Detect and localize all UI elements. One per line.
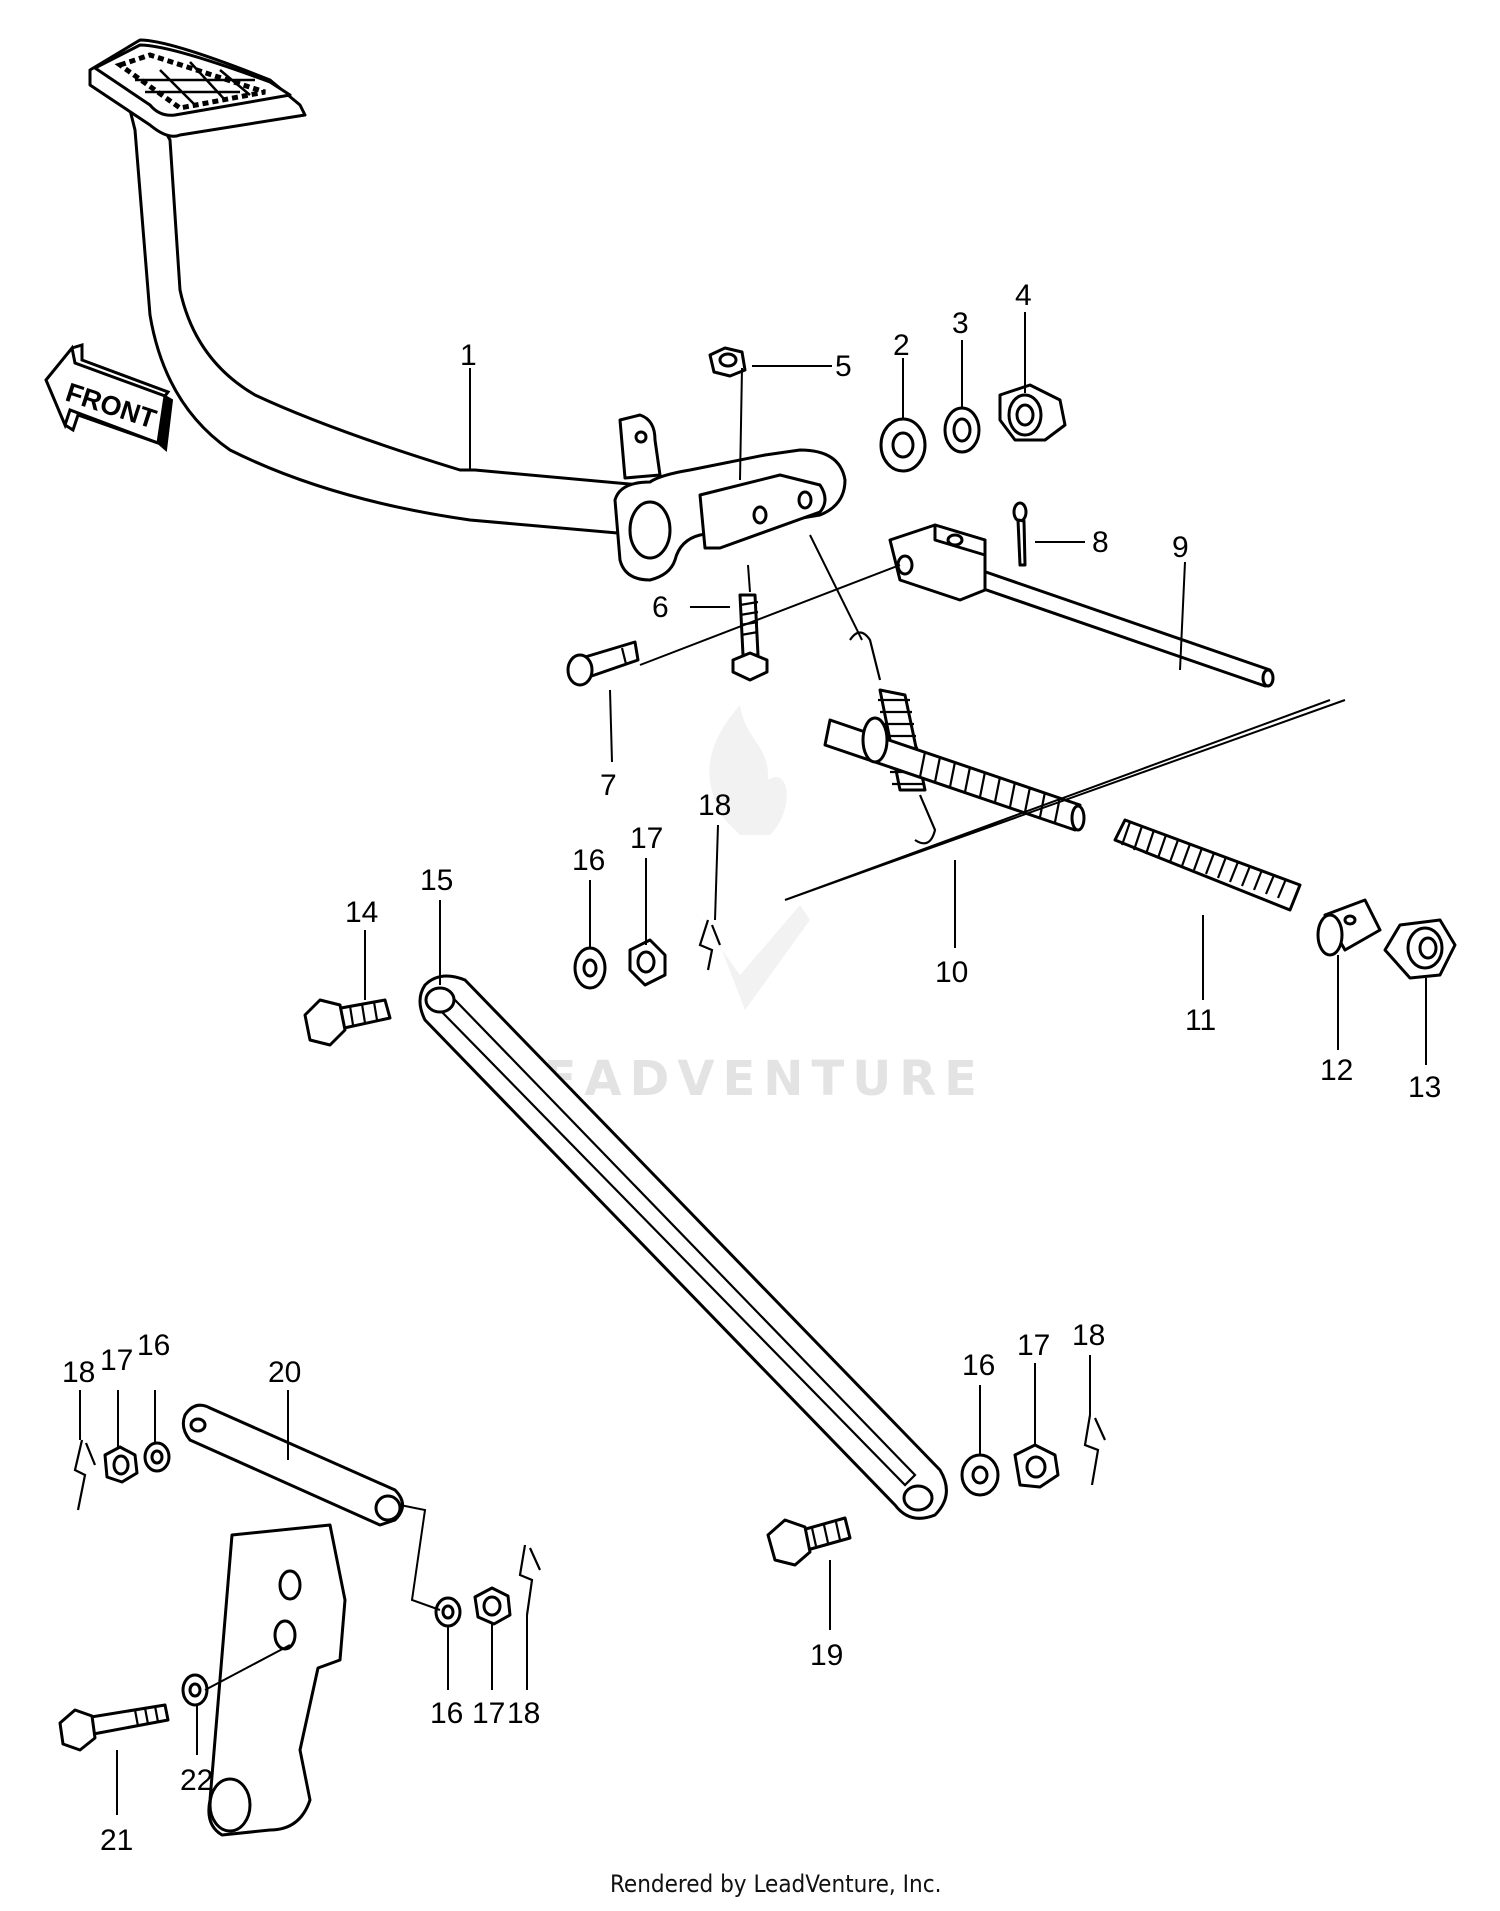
hardware-set-b [960, 1414, 1107, 1497]
spring-11 [1113, 818, 1302, 912]
hardware-set-d [434, 1544, 542, 1628]
torque-link-15 [418, 974, 948, 1520]
bolt-19 [766, 1516, 852, 1567]
callout-18d: 18 [507, 1697, 540, 1730]
callout-20: 20 [268, 1356, 301, 1389]
callout-15: 15 [420, 864, 453, 897]
callout-21: 21 [100, 1824, 133, 1857]
adjusting-rod [823, 716, 1086, 832]
bolt-14 [303, 998, 392, 1047]
lock-washer-3 [943, 406, 981, 454]
callout-6: 6 [652, 591, 669, 624]
callout-19: 19 [810, 1639, 843, 1672]
link-arm-20 [181, 1403, 404, 1837]
callout-12: 12 [1320, 1054, 1353, 1087]
bolt-6 [731, 593, 769, 682]
callout-16d: 16 [430, 1697, 463, 1730]
callout-4: 4 [1015, 279, 1032, 312]
hardware-set-a [573, 919, 722, 990]
washer-2 [879, 417, 927, 473]
callout-2: 2 [893, 329, 910, 362]
callout-17b: 17 [1017, 1329, 1050, 1362]
brake-rod-9 [888, 523, 1275, 688]
leader-lines [79, 312, 1427, 1815]
callout-9: 9 [1172, 531, 1189, 564]
callout-18a: 18 [698, 789, 731, 822]
callout-16b: 16 [962, 1349, 995, 1382]
callout-17c: 17 [100, 1344, 133, 1377]
callout-17d: 17 [472, 1697, 505, 1730]
callout-3: 3 [952, 307, 969, 340]
watermark-text: LEADVENTURE [505, 1051, 985, 1107]
cotter-pin-8 [1012, 501, 1028, 567]
callout-11: 11 [1185, 1004, 1216, 1037]
brake-pedal [88, 38, 847, 582]
watermark-logo-icon [690, 705, 810, 1010]
footer-text: Rendered by LeadVenture, Inc. [610, 1870, 941, 1898]
washer-22 [181, 1673, 209, 1707]
callout-18c: 18 [62, 1356, 95, 1389]
clevis-pin-7 [566, 640, 640, 687]
direction-arrow-icon [44, 342, 174, 453]
callout-1: 1 [460, 339, 477, 372]
hardware-set-c [73, 1439, 171, 1511]
callout-18b: 18 [1072, 1319, 1105, 1352]
callout-8: 8 [1092, 526, 1109, 559]
trunnion-12 [1316, 898, 1382, 957]
cap-nut-4 [998, 383, 1067, 442]
callout-5: 5 [835, 350, 852, 383]
callout-22: 22 [180, 1764, 213, 1797]
callout-14: 14 [345, 896, 378, 929]
callout-10: 10 [935, 956, 968, 989]
callouts: 1 2 3 4 5 6 7 8 9 10 11 12 13 14 15 16 1… [62, 279, 1441, 1857]
callout-17a: 17 [630, 822, 663, 855]
adjusting-nut-13 [1383, 918, 1457, 980]
callout-16c: 16 [137, 1329, 170, 1362]
callout-7: 7 [600, 769, 617, 802]
nut-5 [708, 346, 747, 378]
callout-13: 13 [1408, 1071, 1441, 1104]
bolt-21 [58, 1703, 170, 1752]
callout-16a: 16 [572, 844, 605, 877]
